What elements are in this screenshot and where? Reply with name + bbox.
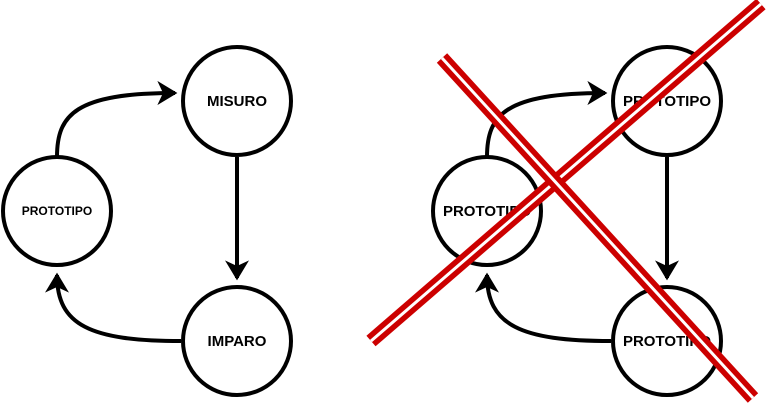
right-cycle-diagram: PROTOTIPO PROTOTIPO PROTOTIPO bbox=[366, 0, 766, 403]
node-prototipo-bottom: PROTOTIPO bbox=[611, 285, 723, 397]
node-prototipo: PROTOTIPO bbox=[1, 155, 113, 267]
arrow-prototipo-bottom-to-left bbox=[475, 272, 612, 343]
arrow-imparo-to-prototipo bbox=[45, 272, 182, 343]
red-cross-mark bbox=[366, 0, 766, 403]
arrow-prototipo-left-to-top bbox=[485, 81, 608, 158]
node-misuro-label: MISURO bbox=[207, 93, 267, 110]
node-prototipo-top: PROTOTIPO bbox=[611, 45, 723, 157]
node-prototipo-label: PROTOTIPO bbox=[22, 204, 92, 218]
node-imparo-label: IMPARO bbox=[208, 333, 267, 350]
node-misuro: MISURO bbox=[181, 45, 293, 157]
left-cycle-diagram: MISURO PROTOTIPO IMPARO bbox=[1, 45, 293, 397]
arrow-prototipo-to-misuro bbox=[55, 81, 178, 158]
cross-stroke-ascending bbox=[366, 0, 766, 347]
cross-stroke-descending bbox=[436, 53, 759, 403]
node-imparo: IMPARO bbox=[181, 285, 293, 397]
